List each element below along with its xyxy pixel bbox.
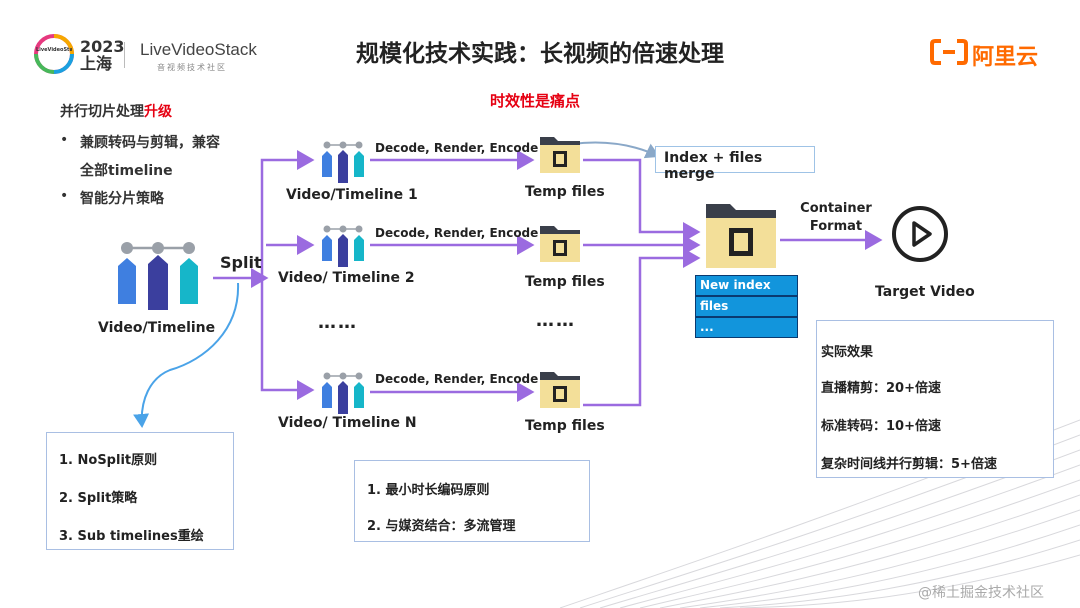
ellipsis-right: …… xyxy=(536,310,576,331)
bullet-1: • xyxy=(60,132,69,148)
effects-box: 实际效果 直播精剪：20+倍速 标准转码：10+倍速 复杂时间线并行剪辑：5+倍… xyxy=(816,320,1054,478)
container-label-line-2: Format xyxy=(809,219,863,234)
branch-1-arrow xyxy=(260,150,315,278)
index-files-merge-box: Index + files merge xyxy=(655,146,815,182)
branch-2-process: Decode, Render, Encode xyxy=(375,226,539,240)
merged-folder-icon xyxy=(706,204,776,268)
target-video-label: Target Video xyxy=(875,284,975,300)
branch-n-label: Video/ Timeline N xyxy=(278,415,417,431)
principles-arrow xyxy=(133,282,240,428)
encoding-principles-box: 1. 最小时长编码原则 2. 与媒资结合：多流管理 xyxy=(354,460,590,542)
temp-file-2-folder-icon xyxy=(540,226,580,262)
play-icon xyxy=(892,206,948,262)
conference-year: 2023 xyxy=(80,37,125,56)
branch-n-process: Decode, Render, Encode xyxy=(375,372,539,386)
split-principle-2: 2. Split策略 xyxy=(59,491,138,506)
branch-n-arrow xyxy=(260,278,315,400)
container-label-line-1: Container xyxy=(800,201,872,216)
index-row-more: ... xyxy=(695,317,798,338)
conference-badge: LiveVideoStackCon xyxy=(36,47,72,53)
temp-file-n-label: Temp files xyxy=(525,418,605,434)
video-timeline-icon xyxy=(118,242,198,310)
temp-file-1-label: Temp files xyxy=(525,184,605,200)
effect-item-1: 直播精剪：20+倍速 xyxy=(821,381,941,396)
left-panel-item-1: 兼顾转码与剪辑，兼容 xyxy=(80,135,220,151)
effects-title: 实际效果 xyxy=(821,345,874,360)
conference-city: 上海 xyxy=(80,54,113,73)
slide-title: 规模化技术实践：长视频的倍速处理 xyxy=(356,41,724,67)
branch-1-process: Decode, Render, Encode xyxy=(375,141,539,155)
aliyun-logo-icon xyxy=(930,39,968,65)
split-label: Split xyxy=(220,253,262,272)
watermark: @稀土掘金技术社区 xyxy=(918,585,1044,601)
left-panel-title-highlight: 升级 xyxy=(144,104,172,120)
merge-arrow-n xyxy=(583,248,701,407)
bullet-2: • xyxy=(60,188,69,204)
source-label: Video/Timeline xyxy=(98,320,216,336)
ellipsis-left: …… xyxy=(318,312,358,333)
left-panel-title: 并行切片处理升级 xyxy=(60,101,172,121)
conference-logo-icon xyxy=(34,34,74,74)
aliyun-brand: 阿里云 xyxy=(972,45,1039,70)
branch-1-label: Video/Timeline 1 xyxy=(286,187,418,203)
left-panel-item-2: 全部timeline xyxy=(80,163,173,179)
index-row-files: files xyxy=(695,296,798,317)
split-principle-3: 3. Sub timelines重绘 xyxy=(59,529,204,544)
effect-item-2: 标准转码：10+倍速 xyxy=(821,419,941,434)
temp-to-merge-arrow xyxy=(571,141,660,159)
branch-1-timeline-icon xyxy=(322,141,364,183)
encoding-principle-1: 1. 最小时长编码原则 xyxy=(367,483,490,498)
index-row-new-index: New index xyxy=(695,275,798,296)
left-panel-item-3: 智能分片策略 xyxy=(80,191,164,207)
temp-file-1-folder-icon xyxy=(540,137,580,173)
split-principle-1: 1. NoSplit原则 xyxy=(59,453,158,468)
branch-n-timeline-icon xyxy=(322,372,364,414)
livevideostack-brand: LiveVideoStack xyxy=(140,40,257,59)
branch-2-label: Video/ Timeline 2 xyxy=(278,270,415,286)
container-format-label: Container Format xyxy=(798,200,874,236)
left-panel-title-text: 并行切片处理 xyxy=(60,104,144,120)
encoding-principle-2: 2. 与媒资结合：多流管理 xyxy=(367,519,516,534)
temp-file-n-folder-icon xyxy=(540,372,580,408)
branch-2-timeline-icon xyxy=(322,225,364,267)
timeliness-note: 时效性是痛点 xyxy=(490,92,581,110)
livevideostack-subtitle: 音视频技术社区 xyxy=(157,63,227,72)
header-divider xyxy=(124,42,125,68)
conference-year-block: 2023 上海 xyxy=(80,38,125,72)
effect-item-3: 复杂时间线并行剪辑：5+倍速 xyxy=(821,457,997,472)
split-principles-box: 1. NoSplit原则 2. Split策略 3. Sub timelines… xyxy=(46,432,234,550)
merge-arrow-1 xyxy=(583,158,701,242)
temp-file-2-label: Temp files xyxy=(525,274,605,290)
